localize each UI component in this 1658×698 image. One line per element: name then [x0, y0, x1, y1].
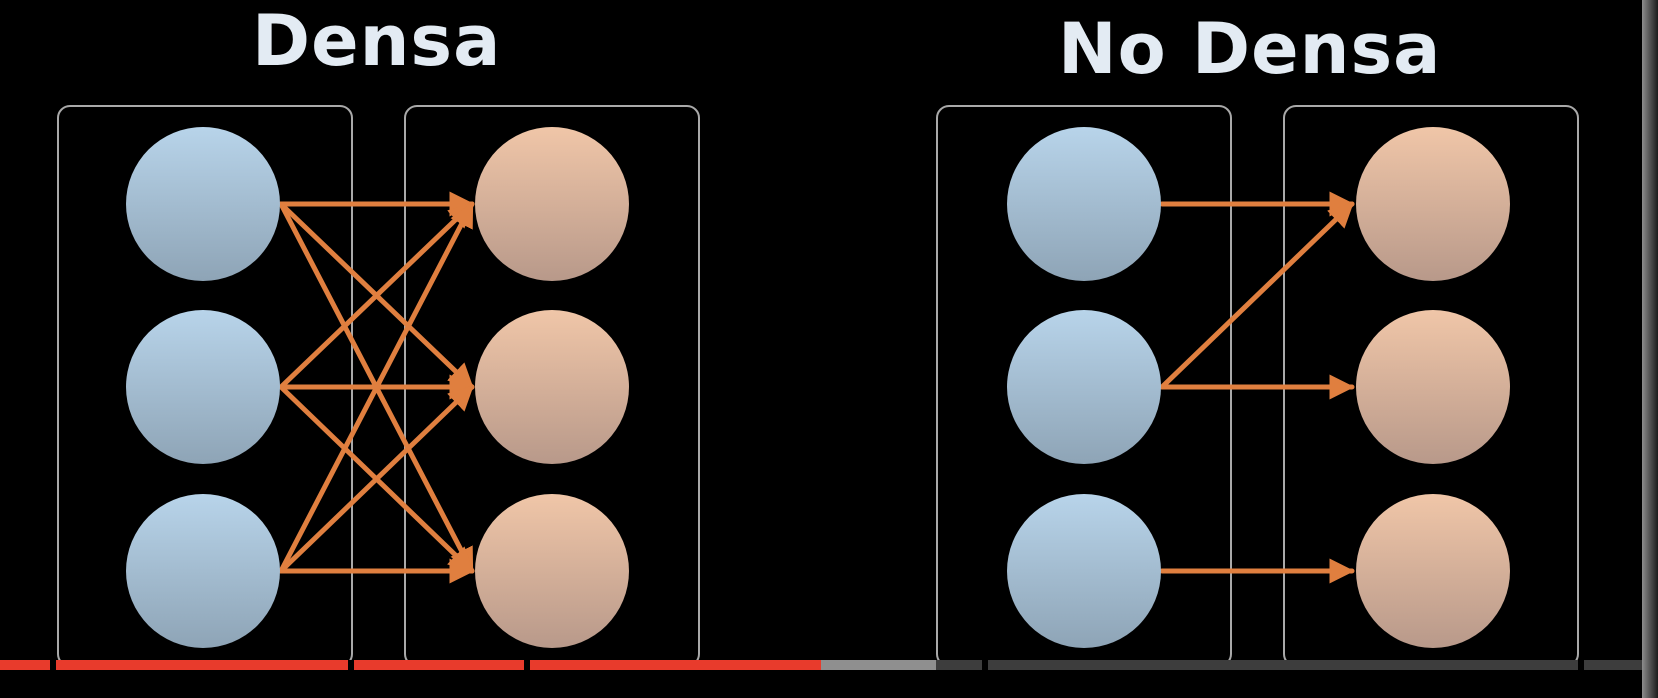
sparse-connections — [1159, 191, 1355, 584]
dense-input-node-2 — [126, 310, 280, 464]
sparse-output-node-1 — [1356, 127, 1510, 281]
dense-connection-2-to-1 — [278, 201, 475, 390]
dense-output-node-3 — [475, 494, 629, 648]
sparse-title: No Densa — [1058, 8, 1442, 90]
sparse-connection-2-to-1 — [1159, 201, 1355, 390]
sparse-output-node-2 — [1356, 310, 1510, 464]
player-controls-area — [0, 670, 1642, 698]
chapter-marker[interactable] — [348, 660, 354, 670]
sparse-diagram — [936, 105, 1579, 667]
dense-input-node-1 — [126, 127, 280, 281]
chapter-marker[interactable] — [982, 660, 988, 670]
dense-connections — [278, 191, 475, 584]
dense-input-node-3 — [126, 494, 280, 648]
chapter-marker[interactable] — [524, 660, 530, 670]
sparse-input-node-2 — [1007, 310, 1161, 464]
chapter-marker[interactable] — [50, 660, 56, 670]
dense-title: Densa — [252, 0, 502, 82]
sparse-output-node-3 — [1356, 494, 1510, 648]
dense-output-node-1 — [475, 127, 629, 281]
dense-output-node-2 — [475, 310, 629, 464]
sparse-input-node-1 — [1007, 127, 1161, 281]
sparse-input-node-3 — [1007, 494, 1161, 648]
dense-connection-3-to-2 — [278, 384, 475, 574]
dense-diagram — [57, 105, 700, 667]
right-edge-strip — [1642, 0, 1658, 698]
video-progress-bar[interactable] — [0, 660, 1642, 670]
chapter-marker[interactable] — [1578, 660, 1584, 670]
dense-connection-3-to-1 — [278, 201, 475, 574]
progress-played — [0, 660, 821, 670]
